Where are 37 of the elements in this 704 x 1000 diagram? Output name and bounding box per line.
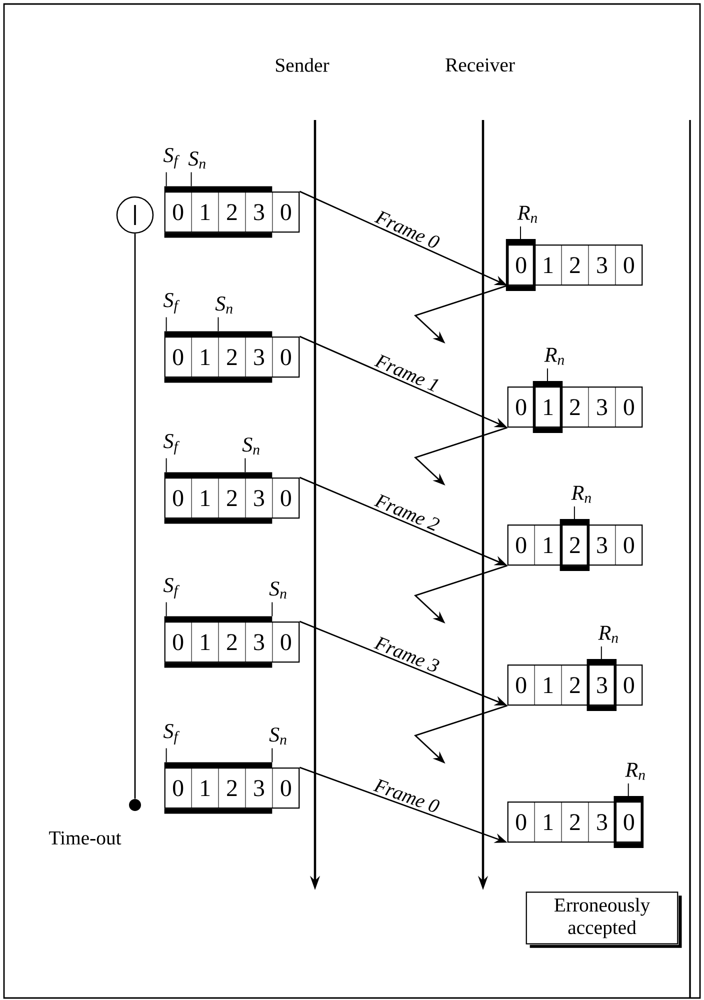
edge-label: Frame 2 (372, 492, 443, 534)
pointer-label: S$_{n}$ (269, 582, 286, 599)
sliding-window: 0 1 2 3 0 (507, 519, 643, 571)
time-out-dot (129, 799, 141, 811)
pointer-label: R$_{n}$ (625, 762, 645, 780)
edge-label: Frame 0 (371, 776, 442, 816)
sliding-window: 0 1 2 3 0 (164, 331, 300, 383)
pointer-label: S$_{f}$ (163, 724, 180, 745)
pointer-label: S$_{n}$ (215, 296, 232, 314)
pointer-label: R$_{n}$ (517, 206, 538, 223)
pointer-label: R$_{n}$ (598, 626, 618, 643)
pointer-label: S$_{n}$ (188, 152, 206, 169)
column-heading: Sender (276, 58, 330, 72)
pointer-label: R$_{n}$ (544, 348, 564, 365)
note-box: Erroneously accepted (526, 892, 682, 948)
pointer-label: S$_{f}$ (163, 578, 180, 599)
sliding-window: 0 1 2 3 0 (507, 381, 643, 433)
sliding-window: 0 1 2 3 0 (507, 796, 644, 848)
timer-line (134, 234, 136, 799)
sliding-window: 0 1 2 3 0 (164, 762, 300, 814)
pointer-label: R$_{n}$ (571, 486, 591, 503)
sliding-window: 0 1 2 3 0 (507, 659, 643, 711)
column-heading: Receiver (446, 58, 515, 72)
pointer-label: S$_{f}$ (163, 434, 180, 455)
time-out-label: Time-out (49, 831, 122, 845)
timer-icon (116, 196, 154, 234)
edge-label: Frame 3 (372, 634, 443, 676)
edge-label: Frame 0 (372, 208, 443, 252)
pointer-label: S$_{n}$ (242, 438, 260, 455)
sliding-window: 0 1 2 3 0 (164, 616, 300, 668)
pointer-label: S$_{f}$ (163, 293, 180, 314)
pointer-label: S$_{n}$ (269, 728, 286, 745)
edge-label: Frame 1 (372, 352, 443, 395)
sliding-window: 0 1 2 3 0 (506, 239, 643, 291)
sliding-window: 0 1 2 3 0 (164, 472, 300, 524)
sliding-window: 0 1 2 3 0 (164, 186, 300, 238)
pointer-label: S$_{f}$ (163, 148, 180, 169)
